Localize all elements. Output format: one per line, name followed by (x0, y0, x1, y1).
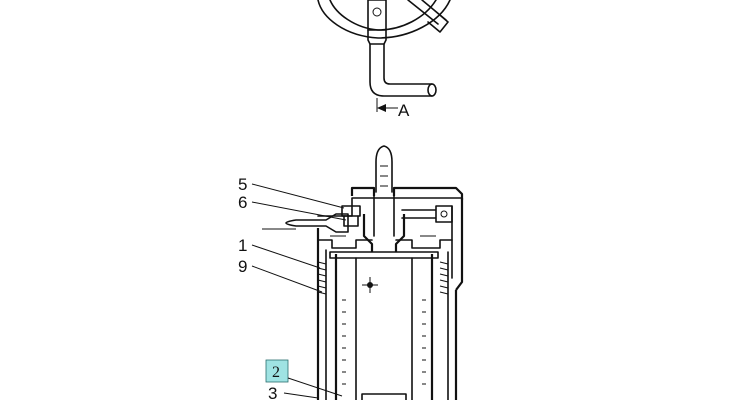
central-stem (362, 214, 406, 252)
top-view: A (317, 0, 451, 120)
callout-2: 2 (272, 364, 280, 381)
bowl-right-threads (439, 261, 449, 295)
leader-6 (251, 201, 347, 221)
head-right-wall (455, 198, 464, 291)
filter-element-outer (334, 254, 434, 400)
central-stem-bore (373, 195, 395, 237)
left-inlet-fitting (285, 213, 349, 233)
top-view-center-hole (372, 7, 382, 17)
filter-element-core (355, 257, 413, 401)
callout-1: 1 (238, 236, 247, 255)
head-top-plate (317, 197, 463, 217)
head-top-outline (350, 186, 464, 200)
bleed-screw-threads (380, 165, 388, 187)
right-fitting-port (440, 210, 448, 218)
top-view-tube-end (427, 83, 437, 97)
view-a-arrowhead (377, 104, 386, 112)
leader-3 (283, 392, 319, 399)
section-view (262, 145, 464, 401)
callout-6: 6 (238, 193, 247, 212)
filter-element-top-cap (329, 251, 439, 259)
top-view-diagonal-fitting (407, 0, 449, 33)
view-label-a: A (398, 101, 410, 120)
top-view-neck (367, 29, 387, 45)
callout-2-highlight (265, 359, 289, 383)
top-view-bent-tube-inner (383, 43, 433, 85)
top-view-housing-outer (317, 0, 451, 39)
top-view-center-boss (367, 0, 387, 31)
filter-element-pleats-right (422, 299, 426, 385)
bolt-head (341, 205, 361, 217)
callout-9: 9 (238, 257, 247, 276)
leader-9 (251, 265, 323, 293)
bleed-screw (375, 145, 393, 193)
spring-symbol (362, 277, 378, 293)
top-view-housing-inner (329, 0, 437, 31)
callouts: 5 6 1 9 2 3 (238, 175, 347, 403)
bowl-left-threads (317, 261, 327, 295)
top-view-bent-tube-outer (369, 43, 433, 97)
upper-seal (317, 239, 453, 249)
callout-5: 5 (238, 175, 247, 194)
filter-element-bottom-cap (361, 393, 407, 401)
bolt-washer (343, 215, 359, 227)
right-fitting (401, 205, 453, 223)
leader-1 (251, 244, 321, 269)
filter-element-pleats-left (342, 299, 346, 385)
leader-2 (287, 377, 343, 397)
callout-3: 3 (268, 384, 277, 400)
leader-5 (251, 183, 345, 209)
